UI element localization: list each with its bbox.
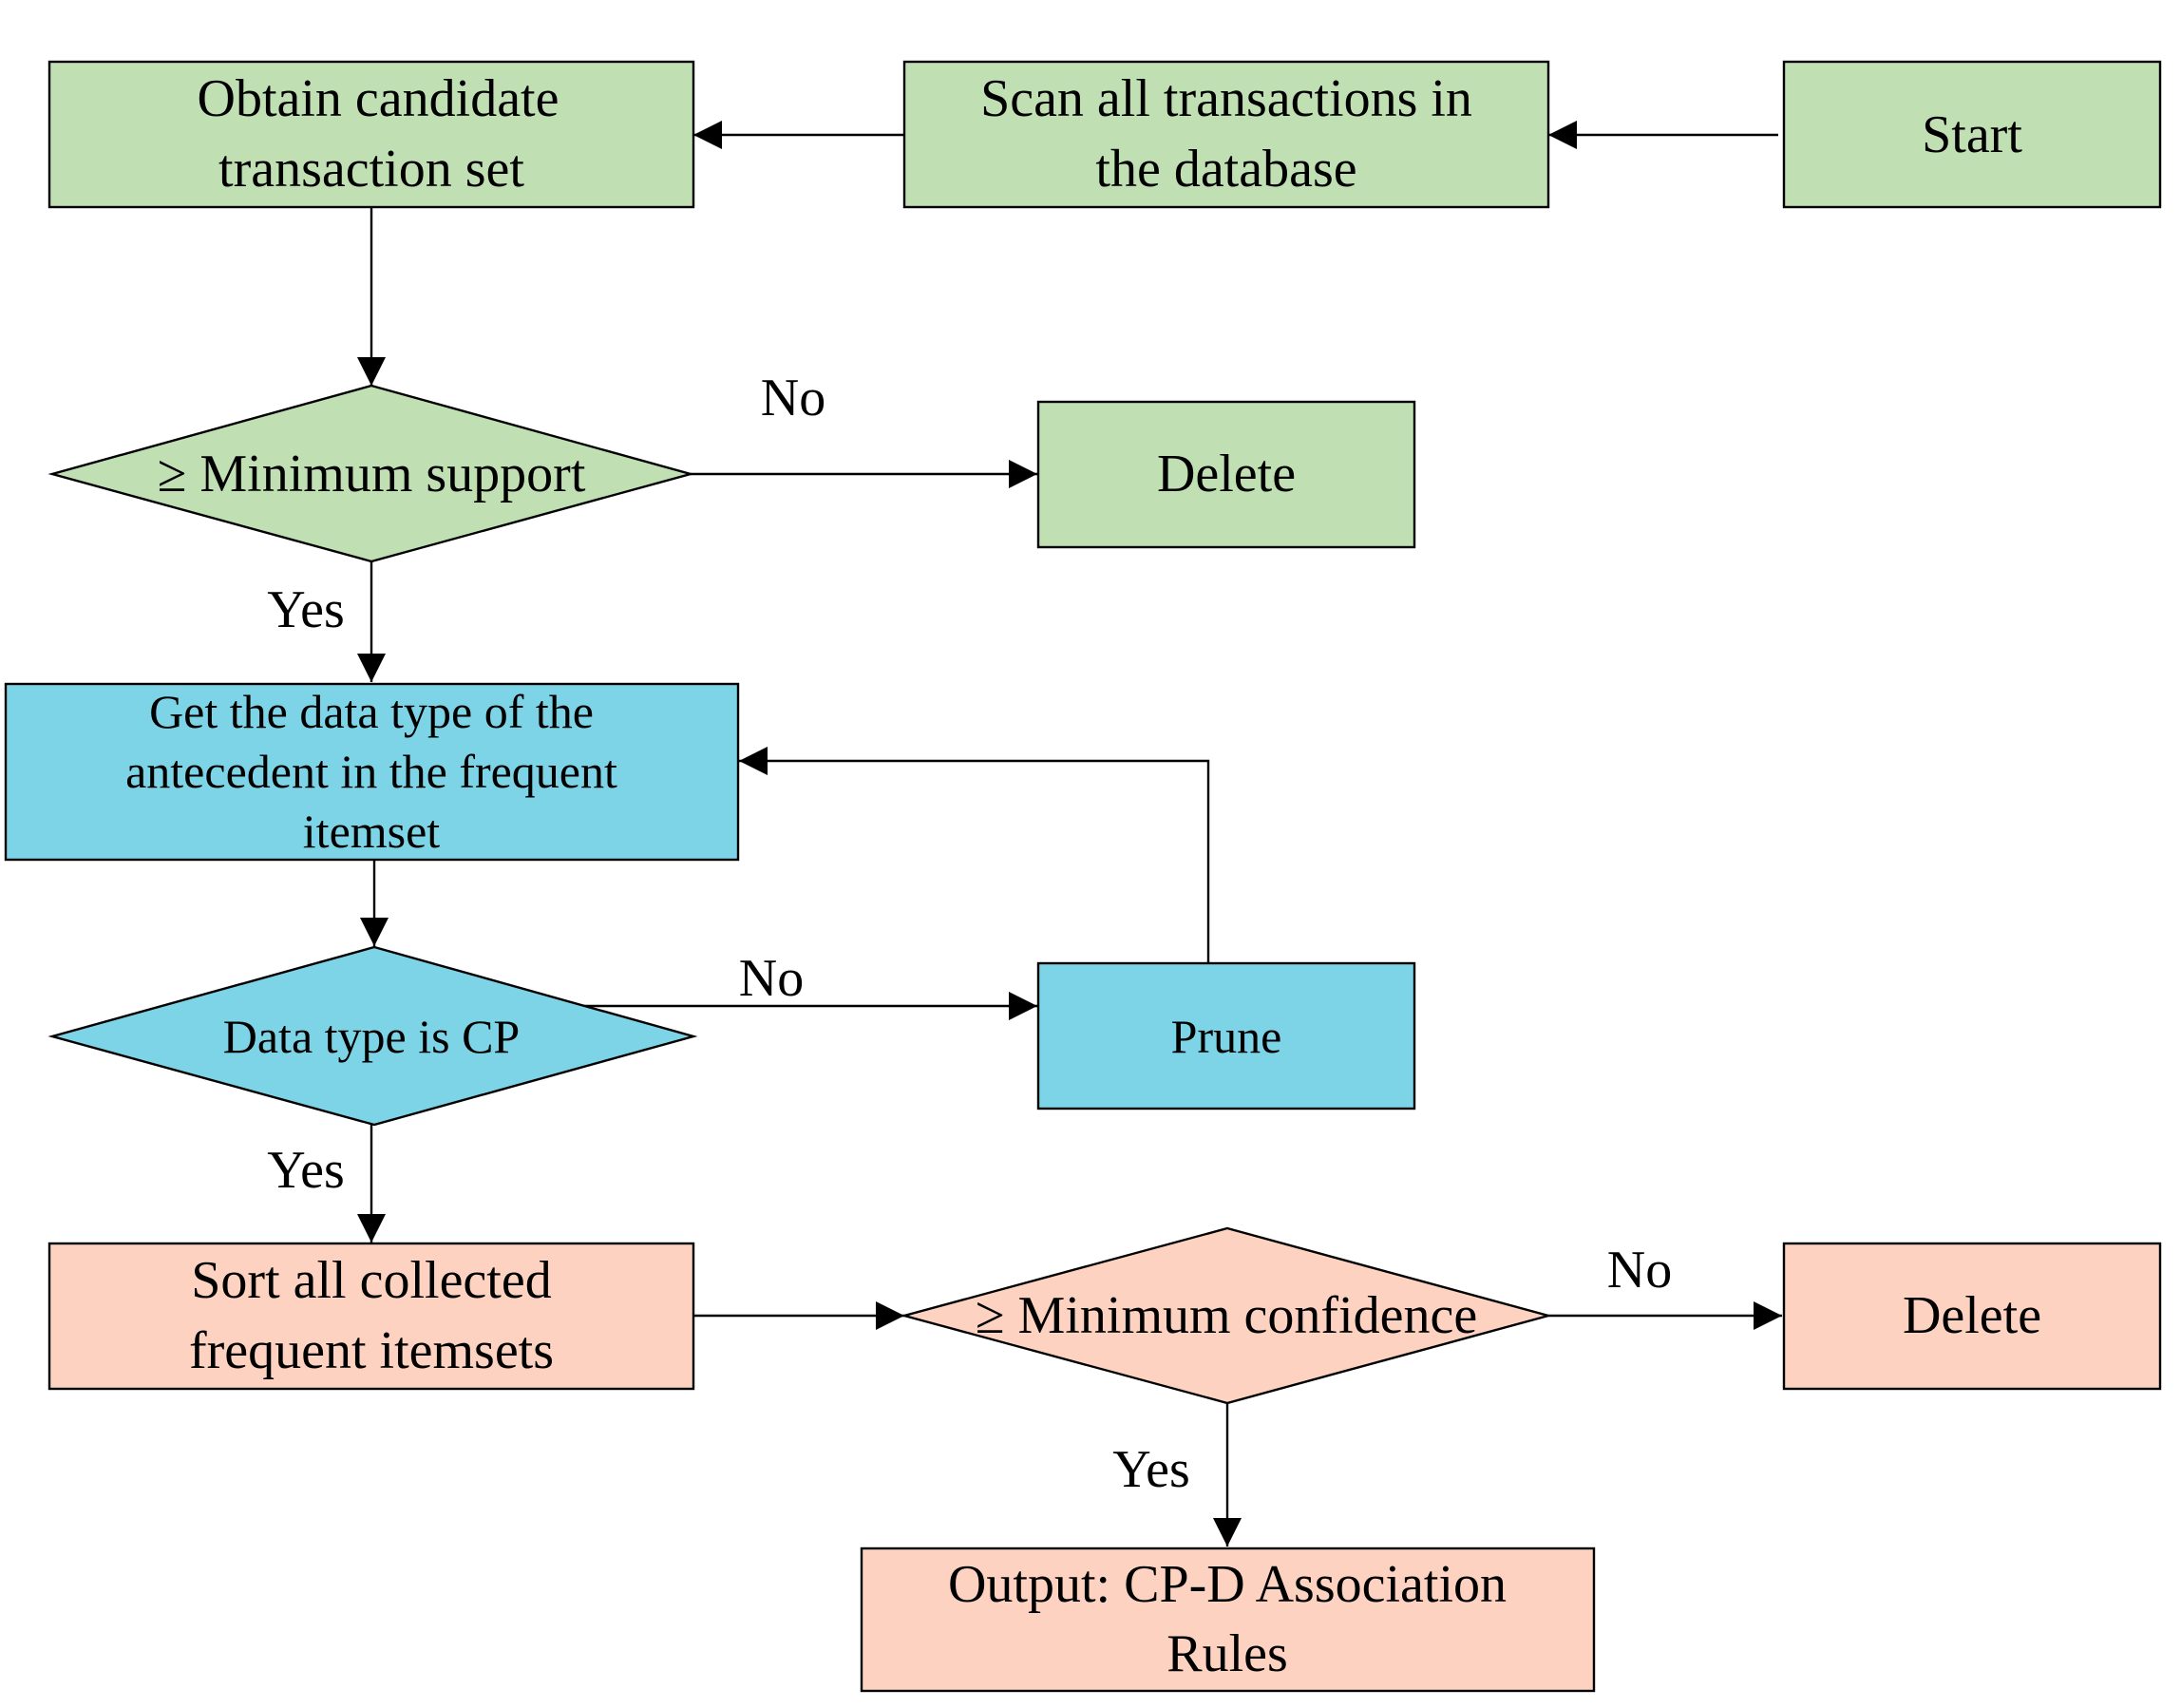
edge-label-min-support-yes: Yes <box>267 580 344 639</box>
node-sort: Sort all collected frequent itemsets <box>47 1242 695 1391</box>
edge-prune-to-get-type <box>739 747 1210 963</box>
node-sort-label-line-2: frequent itemsets <box>189 1321 554 1380</box>
node-output-label-line-1: Output: CP-D Association <box>948 1555 1507 1614</box>
edges <box>357 121 1782 1547</box>
node-sort-label-line-1: Sort all collected <box>191 1251 551 1310</box>
node-scan: Scan all transactions in the database <box>902 60 1550 209</box>
edge-label-min-confidence-yes: Yes <box>1112 1440 1189 1499</box>
node-delete-1: Delete <box>1036 400 1416 549</box>
node-delete-2: Delete <box>1782 1242 2162 1391</box>
node-delete-2-label: Delete <box>1903 1286 2041 1345</box>
node-obtain-label-line-1: Obtain candidate <box>198 69 559 128</box>
node-min-confidence-label: ≥ Minimum confidence <box>976 1286 1477 1345</box>
node-get-type-label-line-2: antecedent in the frequent <box>125 745 617 798</box>
edge-label-is-cp-yes: Yes <box>267 1141 344 1200</box>
node-scan-label-line-2: the database <box>1095 140 1356 199</box>
node-prune-label: Prune <box>1171 1010 1282 1063</box>
edge-labels: No Yes No Yes No Yes <box>267 369 1672 1499</box>
node-scan-label-line-1: Scan all transactions in <box>980 69 1472 128</box>
node-is-cp-label: Data type is CP <box>223 1010 520 1063</box>
node-output-label-line-2: Rules <box>1166 1624 1288 1683</box>
node-get-type-label-line-3: itemset <box>303 805 441 858</box>
node-prune: Prune <box>1036 961 1416 1110</box>
node-start: Start <box>1782 60 2162 209</box>
node-is-cp: Data type is CP <box>47 945 698 1127</box>
edge-label-min-confidence-no: No <box>1607 1241 1672 1300</box>
node-min-support-label: ≥ Minimum support <box>158 445 586 503</box>
node-start-label: Start <box>1922 105 2022 164</box>
edge-label-is-cp-no: No <box>739 949 804 1008</box>
node-obtain-label-line-2: transaction set <box>218 140 524 199</box>
node-delete-1-label: Delete <box>1157 445 1296 503</box>
edge-label-min-support-no: No <box>761 369 825 427</box>
node-obtain: Obtain candidate transaction set <box>47 60 695 209</box>
node-min-support: ≥ Minimum support <box>47 384 695 563</box>
node-min-confidence: ≥ Minimum confidence <box>900 1226 1553 1405</box>
node-get-type-label-line-1: Get the data type of the <box>149 685 594 738</box>
node-output: Output: CP-D Association Rules <box>860 1547 1596 1693</box>
node-get-type: Get the data type of the antecedent in t… <box>4 682 740 862</box>
